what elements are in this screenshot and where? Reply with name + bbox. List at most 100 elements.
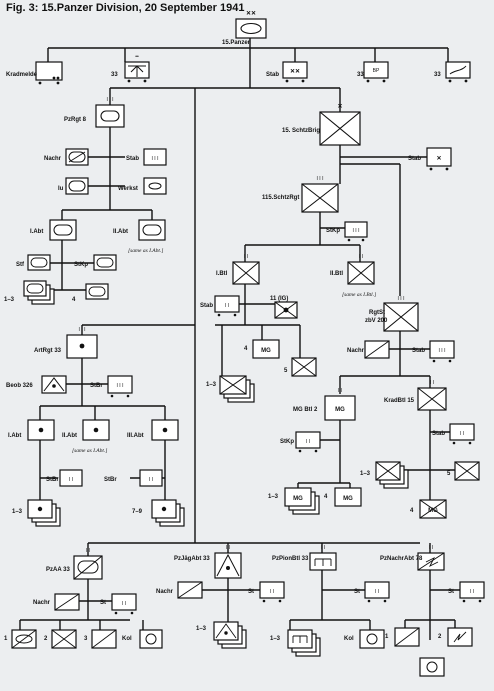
svg-text:✕✕: ✕✕ bbox=[246, 10, 256, 17]
svg-text:[same as I.Btl.]: [same as I.Btl.] bbox=[342, 292, 376, 298]
svg-text:PzNachrAbt 78: PzNachrAbt 78 bbox=[380, 556, 423, 562]
svg-text:1: 1 bbox=[385, 634, 389, 640]
svg-text:I.Abt: I.Abt bbox=[8, 433, 21, 439]
svg-text:15. SchtzBrig: 15. SchtzBrig bbox=[282, 128, 320, 134]
svg-text:StBr: StBr bbox=[46, 477, 59, 483]
svg-text:2: 2 bbox=[438, 634, 442, 640]
svg-text:Nachr: Nachr bbox=[347, 348, 365, 354]
svg-text:[same as I.Abt.]: [same as I.Abt.] bbox=[128, 248, 163, 254]
svg-text:I I: I I bbox=[226, 545, 230, 551]
svg-text:St: St bbox=[354, 589, 360, 595]
svg-text:33: 33 bbox=[357, 72, 364, 78]
svg-text:5: 5 bbox=[447, 471, 451, 477]
svg-text:I.Abt: I.Abt bbox=[30, 229, 43, 235]
svg-text:1–3: 1–3 bbox=[196, 626, 207, 632]
svg-text:Werkst: Werkst bbox=[118, 186, 138, 192]
svg-text:MG Btl 2: MG Btl 2 bbox=[293, 407, 318, 413]
svg-text:Nachr: Nachr bbox=[156, 589, 174, 595]
svg-text:St: St bbox=[448, 589, 454, 595]
svg-text:I I: I I bbox=[338, 388, 342, 394]
svg-text:St: St bbox=[248, 589, 254, 595]
svg-text:I I: I I bbox=[375, 589, 379, 595]
svg-text:1–3: 1–3 bbox=[268, 494, 279, 500]
svg-text:I I I: I I I bbox=[439, 348, 446, 354]
svg-text:Nachr: Nachr bbox=[44, 156, 62, 162]
svg-text:I I I: I I I bbox=[79, 327, 86, 333]
svg-text:I I I: I I I bbox=[152, 156, 159, 162]
svg-text:4: 4 bbox=[72, 297, 76, 303]
svg-text:II.Btl: II.Btl bbox=[330, 271, 343, 277]
svg-text:I I: I I bbox=[270, 589, 274, 595]
svg-text:7–9: 7–9 bbox=[132, 509, 143, 515]
svg-text:I I: I I bbox=[430, 380, 434, 386]
svg-text:4: 4 bbox=[410, 508, 414, 514]
svg-text:4: 4 bbox=[244, 346, 248, 352]
svg-text:I I: I I bbox=[86, 548, 90, 554]
svg-text:MG: MG bbox=[428, 508, 438, 514]
svg-text:Kol: Kol bbox=[344, 636, 354, 642]
svg-text:StKp: StKp bbox=[74, 262, 88, 268]
svg-text:Stf: Stf bbox=[16, 262, 25, 268]
svg-text:1–3: 1–3 bbox=[360, 471, 371, 477]
svg-text:ArtRgt 33: ArtRgt 33 bbox=[34, 348, 62, 354]
svg-text:1–3: 1–3 bbox=[270, 636, 281, 642]
svg-text:RgtSt: RgtSt bbox=[369, 310, 385, 316]
svg-text:33: 33 bbox=[111, 72, 118, 78]
svg-text:StKp: StKp bbox=[280, 439, 294, 445]
svg-text:MG: MG bbox=[343, 496, 353, 502]
svg-text:I I I: I I I bbox=[117, 383, 124, 389]
svg-text:I I I: I I I bbox=[398, 296, 405, 302]
svg-text:1–3: 1–3 bbox=[12, 509, 23, 515]
svg-text:I I: I I bbox=[244, 254, 248, 260]
svg-text:II.Abt: II.Abt bbox=[62, 433, 77, 439]
svg-text:Stab: Stab bbox=[126, 156, 139, 162]
svg-text:PzAA 33: PzAA 33 bbox=[46, 567, 70, 573]
div-label: 15.Panzer bbox=[222, 40, 251, 46]
svg-text:I I: I I bbox=[359, 254, 363, 260]
svg-text:Iu: Iu bbox=[58, 186, 64, 192]
svg-text:zbV 200: zbV 200 bbox=[365, 318, 388, 324]
svg-text:33: 33 bbox=[434, 72, 441, 78]
vehicle-wheel-dots bbox=[38, 79, 482, 615]
svg-text:3: 3 bbox=[84, 636, 88, 642]
svg-text:115.SchtzRgt: 115.SchtzRgt bbox=[262, 195, 299, 201]
svg-text:StBr: StBr bbox=[90, 383, 103, 389]
svg-text:PzPionBtl 33: PzPionBtl 33 bbox=[272, 556, 309, 562]
svg-text:MG: MG bbox=[335, 407, 345, 413]
svg-text:I I: I I bbox=[470, 589, 474, 595]
svg-text:MG: MG bbox=[293, 496, 303, 502]
svg-text:I I: I I bbox=[460, 431, 464, 437]
svg-text:II.Abt: II.Abt bbox=[113, 229, 128, 235]
svg-text:MG: MG bbox=[261, 348, 271, 354]
svg-text:4: 4 bbox=[324, 494, 328, 500]
svg-text:I I: I I bbox=[225, 303, 229, 309]
svg-text:I I: I I bbox=[149, 477, 153, 483]
svg-text:✕: ✕ bbox=[436, 155, 441, 162]
unit-symbols: ✕✕ 15.Panzer Kradmelde •• 33 ✕✕ Stab BP … bbox=[4, 10, 485, 677]
svg-text:I I I: I I I bbox=[353, 228, 360, 234]
figure-title: Fig. 3: 15.Panzer Division, 20 September… bbox=[6, 2, 245, 14]
svg-text:I I: I I bbox=[429, 545, 433, 551]
svg-text:I I: I I bbox=[306, 439, 310, 445]
svg-text:1–3: 1–3 bbox=[4, 297, 15, 303]
svg-text:Stab: Stab bbox=[408, 156, 421, 162]
svg-text:I.Btl: I.Btl bbox=[216, 271, 228, 277]
svg-text:[same as I.Abt.]: [same as I.Abt.] bbox=[72, 448, 107, 454]
svg-text:III.Abt: III.Abt bbox=[127, 433, 144, 439]
svg-text:Stab: Stab bbox=[412, 348, 425, 354]
svg-text:I I: I I bbox=[69, 477, 73, 483]
svg-text:St: St bbox=[100, 600, 106, 606]
svg-text:I I I: I I I bbox=[107, 97, 114, 103]
svg-text:11 (IG): 11 (IG) bbox=[270, 296, 288, 302]
svg-text:Beob 326: Beob 326 bbox=[6, 383, 33, 389]
svg-text:PzJägAbt 33: PzJägAbt 33 bbox=[174, 556, 210, 562]
svg-text:StKp: StKp bbox=[326, 228, 340, 234]
svg-text:Nachr: Nachr bbox=[33, 600, 51, 606]
svg-text:Kradmelde: Kradmelde bbox=[6, 72, 38, 78]
svg-text:Stab: Stab bbox=[266, 72, 279, 78]
svg-text:StBr: StBr bbox=[104, 477, 117, 483]
connector-lines bbox=[19, 38, 465, 640]
svg-text:BP: BP bbox=[373, 68, 380, 74]
svg-text:KradBtl 15: KradBtl 15 bbox=[384, 398, 415, 404]
